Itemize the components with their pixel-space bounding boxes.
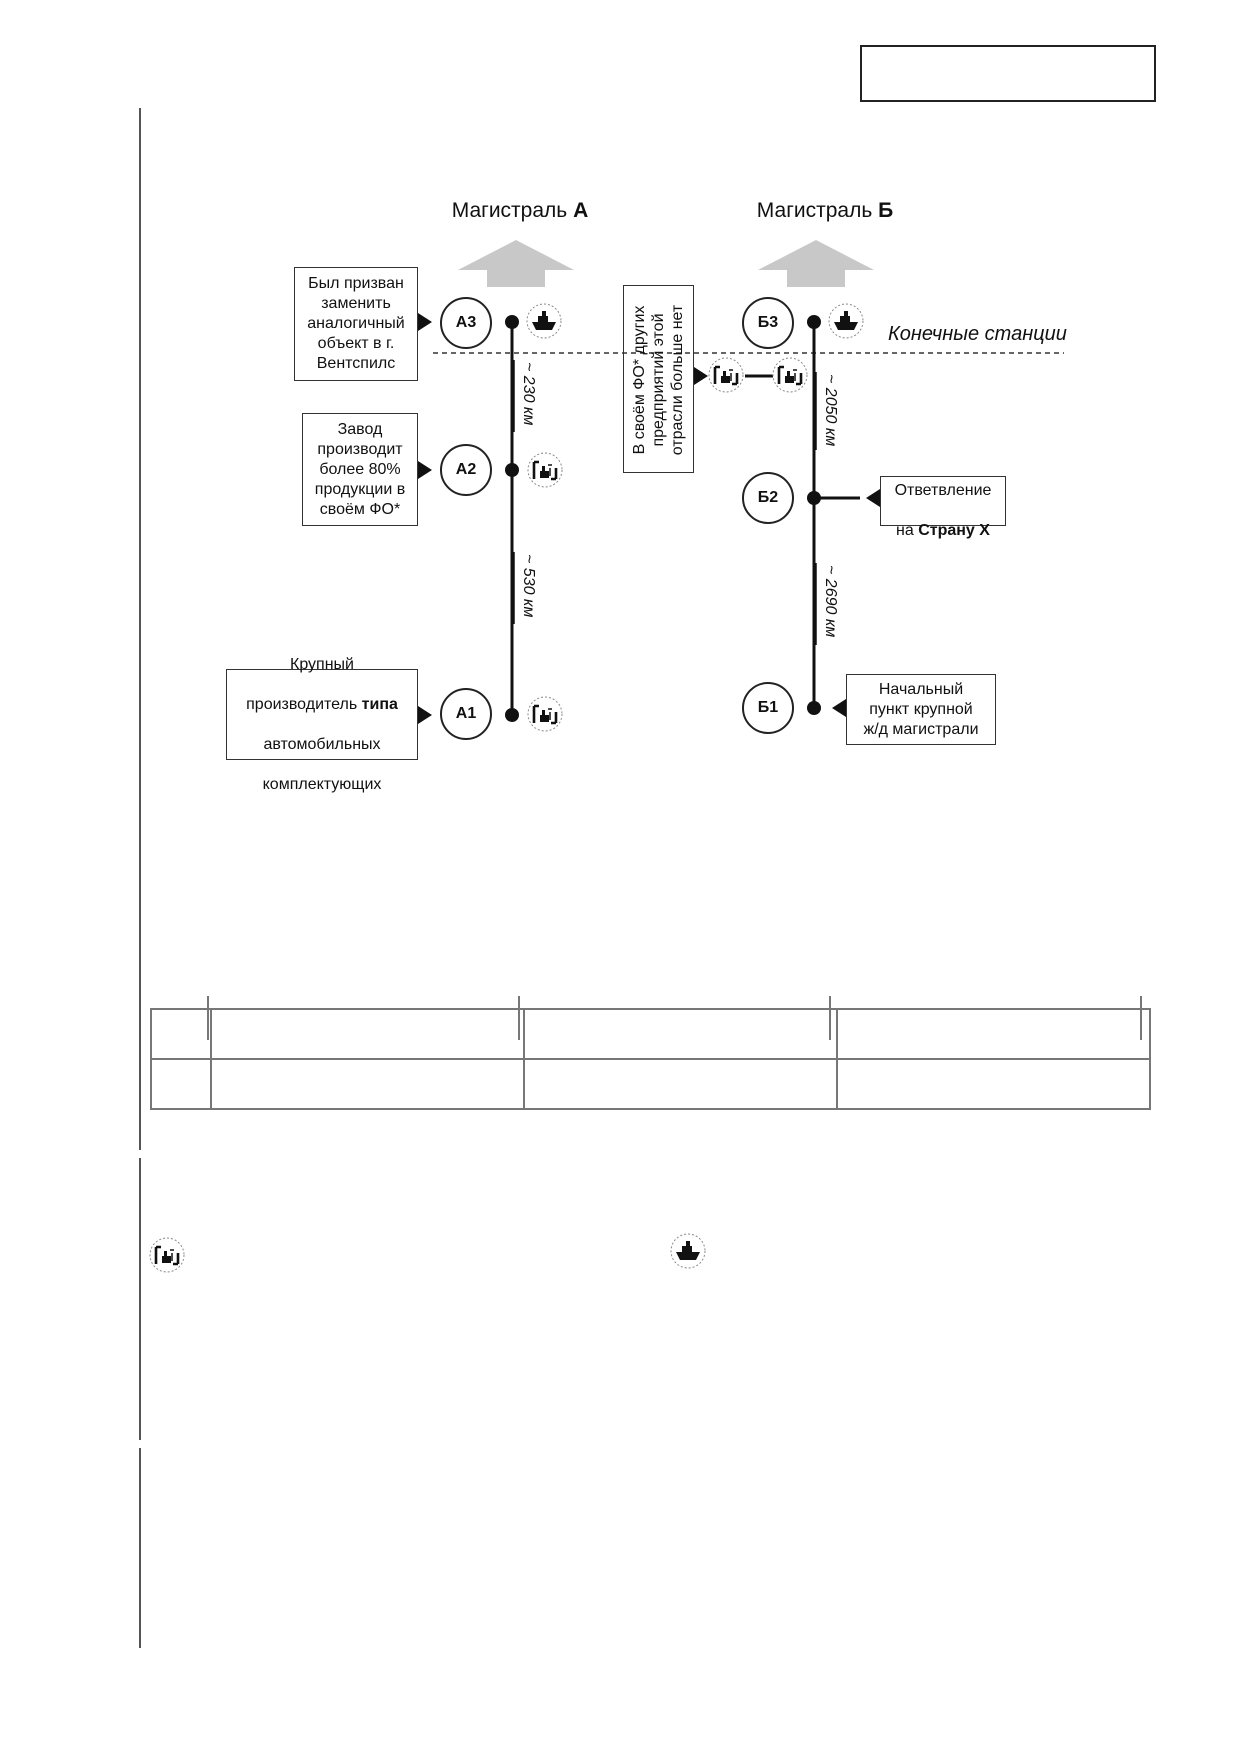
callout-a1: Крупный производитель типа автомобильных… <box>226 656 418 793</box>
pointer-a2 <box>418 461 432 479</box>
callout-b2: Ответвление на Страну Х <box>880 476 1006 539</box>
dot-b1 <box>807 701 821 715</box>
table-row <box>150 1058 1151 1110</box>
pointer-a1 <box>418 706 432 724</box>
station-b3: Б3 <box>742 297 794 349</box>
dot-a1 <box>505 708 519 722</box>
station-a2: А2 <box>440 444 492 496</box>
railway-diagram <box>418 240 1064 733</box>
table-row <box>150 1008 1151 1060</box>
ship-icon <box>670 1233 706 1269</box>
margin-rule-2 <box>139 1158 141 1440</box>
pointer-b2 <box>866 489 880 507</box>
factory-icon <box>526 451 564 489</box>
dot-b3 <box>807 315 821 329</box>
callout-b1: Начальный пункт крупной ж/д магистрали <box>846 674 996 745</box>
factory-icon <box>149 1237 185 1273</box>
distance-a2-a1: ~ 530 км <box>520 554 537 618</box>
distance-a3-a2: ~ 230 км <box>520 362 537 426</box>
answer-box <box>860 45 1156 102</box>
ship-icon <box>526 303 562 339</box>
margin-rule-1 <box>139 108 141 1150</box>
heading-line-a: Магистраль А <box>451 199 589 222</box>
callout-a3: Был призван заменить аналогичный объект … <box>294 267 418 381</box>
heading-line-b: Магистраль Б <box>756 199 894 222</box>
end-stations-label: Конечные станции <box>888 323 1067 345</box>
pointer-a3 <box>418 313 432 331</box>
callout-middle: В своём ФО* других предприятий этой отра… <box>623 285 694 473</box>
station-b2: Б2 <box>742 472 794 524</box>
dot-a3 <box>505 315 519 329</box>
station-a3: А3 <box>440 297 492 349</box>
direction-arrow-b <box>758 240 874 287</box>
answer-table <box>150 1008 1151 1110</box>
pointer-b1 <box>832 699 846 717</box>
margin-rule-3 <box>139 1448 141 1648</box>
factory-icon <box>707 356 745 394</box>
ship-icon <box>828 303 864 339</box>
callout-a2: Завод производит более 80% продукции в с… <box>302 413 418 526</box>
station-a1: А1 <box>440 688 492 740</box>
factory-icon <box>771 356 809 394</box>
distance-b3-b2: ~ 2050 км <box>822 374 839 447</box>
distance-b2-b1: ~ 2690 км <box>822 565 839 638</box>
direction-arrow-a <box>458 240 574 287</box>
dot-a2 <box>505 463 519 477</box>
station-b1: Б1 <box>742 682 794 734</box>
pointer-middle <box>694 367 708 385</box>
factory-icon <box>526 695 564 733</box>
